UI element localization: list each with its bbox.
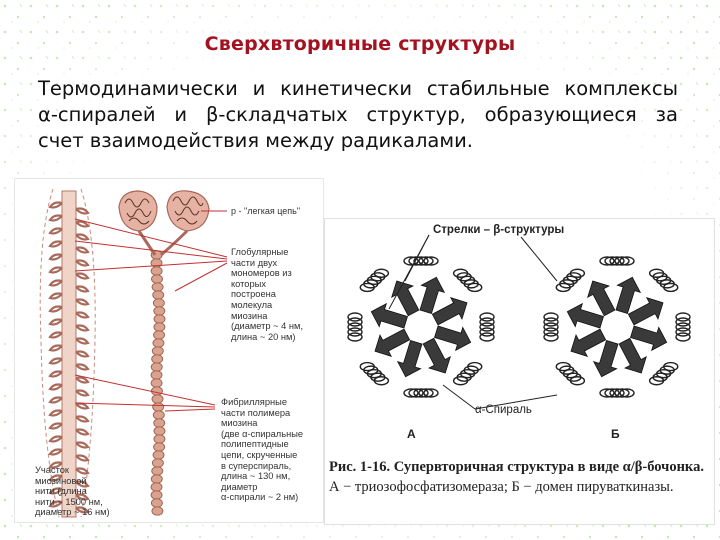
fibrillar-parts-label: Фибриллярные части полимера миозина (две… [221, 397, 304, 503]
slide-body-text: Термодинамически и кинетически стабильны… [38, 76, 678, 154]
panel-b-label: Б [611, 427, 620, 441]
myosin-filament-label: Участок миозиновой нити (длина нити ~ 15… [35, 465, 110, 518]
alpha-helix-label: α-Спираль [475, 404, 532, 416]
figure-caption-title: Рис. 1-16. Супервторичная структура в ви… [329, 459, 704, 475]
myosin-figure: р - "легкая цепь" Глобулярные части двух… [14, 178, 324, 523]
body-line: Термодинамически и кинетически стабильны… [38, 77, 678, 100]
figure-caption-text: А − триозофосфатизомераза; Б − домен пир… [329, 479, 674, 495]
barrel-figure: Стрелки – β-структуры α-Спираль А Б Рис.… [324, 218, 715, 525]
myosin-illustration [39, 188, 228, 518]
body-line: α-спиралей и β-складчатых структур, обра… [38, 103, 678, 126]
panel-a-label: А [407, 427, 416, 441]
globular-parts-label: Глобулярные части двух мономеров из кото… [231, 247, 304, 342]
figure-caption: Рис. 1-16. Супервторичная структура в ви… [329, 457, 713, 497]
barrel-illustration [347, 234, 691, 410]
body-line: счет взаимодействия между радикалами. [38, 129, 473, 152]
light-chain-label: р - "легкая цепь" [231, 206, 301, 216]
beta-arrows-label: Стрелки – β-структуры [433, 224, 565, 236]
slide-title: Сверхвторичные структуры [204, 33, 516, 55]
